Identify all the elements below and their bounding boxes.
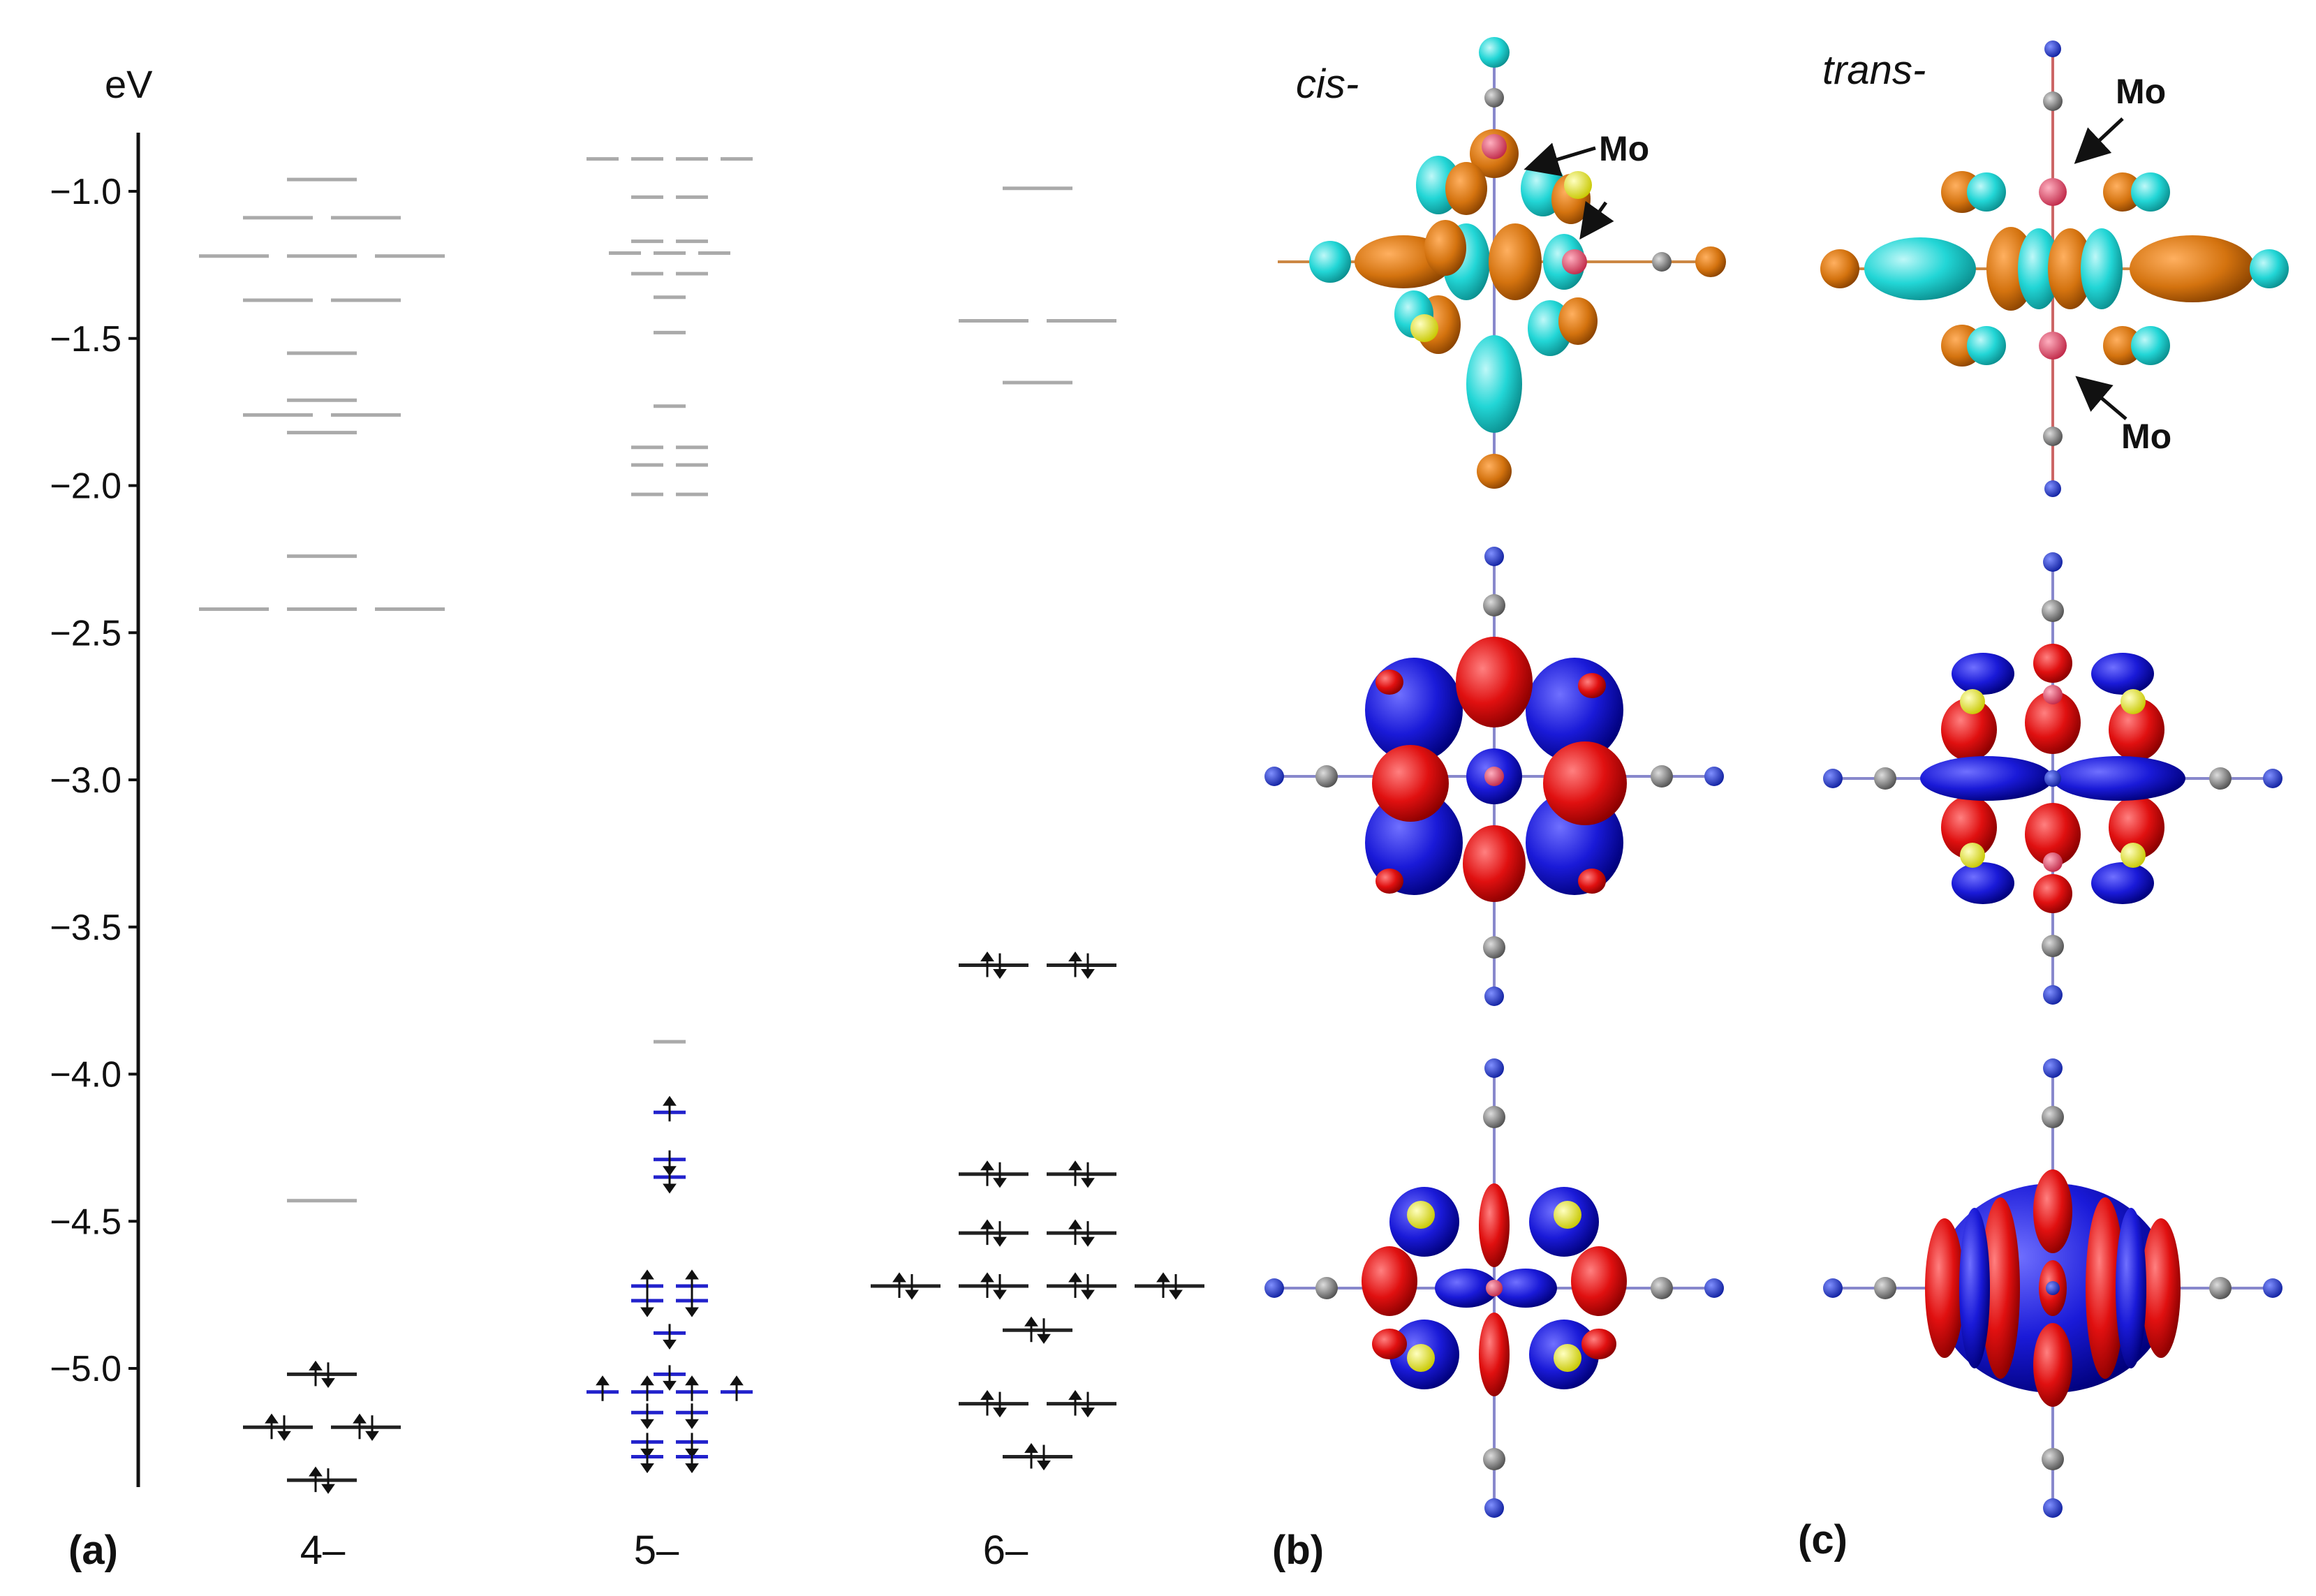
spin-down-arrow — [1081, 1221, 1095, 1247]
cis-isomer-label: cis- — [1296, 61, 1359, 107]
charge-label-6minus: 6– — [983, 1528, 1028, 1573]
spin-down-arrow — [663, 1324, 677, 1350]
charge-label-4minus: 4– — [300, 1528, 346, 1573]
panel-trans-orbitals: trans- (c) — [1798, 40, 2289, 1562]
spin-down-arrow — [905, 1273, 919, 1300]
panel-label-a: (a) — [68, 1528, 118, 1573]
mo-arrow-trans-bottom — [2075, 376, 2127, 420]
spin-up-arrow — [892, 1272, 906, 1298]
spin-down-arrow — [685, 1292, 699, 1317]
spin-down-arrow — [663, 1150, 677, 1176]
spin-up-arrow — [353, 1413, 367, 1440]
spin-up-arrow — [640, 1375, 654, 1401]
spin-up-arrow — [1068, 1219, 1082, 1246]
energy-tick-label: −4.0 — [50, 1055, 121, 1095]
energy-level-diagram: eV −1.0−1.5−2.0−2.5−3.0−3.5−4.0−4.5−5.0 … — [50, 62, 1204, 1573]
spin-up-arrow — [980, 1160, 994, 1186]
spin-up-arrow — [309, 1466, 323, 1493]
spin-down-arrow — [1037, 1444, 1051, 1471]
energy-tick-label: −2.0 — [50, 466, 121, 507]
spin-up-arrow — [980, 951, 994, 977]
spin-up-arrow — [640, 1269, 654, 1295]
spin-up-arrow — [1156, 1272, 1170, 1298]
spin-up-arrow — [1068, 951, 1082, 977]
panel-label-b: (b) — [1272, 1528, 1324, 1573]
mo-atom-label-cis: Mo — [1599, 129, 1649, 168]
spin-up-arrow — [1068, 1160, 1082, 1186]
energy-tick-label: −1.5 — [50, 319, 121, 360]
spin-down-arrow — [1081, 1391, 1095, 1418]
spin-down-arrow — [1081, 953, 1095, 980]
spin-up-arrow — [685, 1375, 699, 1401]
spin-down-arrow — [663, 1365, 677, 1391]
spin-down-arrow — [1081, 1273, 1095, 1300]
spin-up-arrow — [265, 1413, 279, 1440]
energy-tick-label: −2.5 — [50, 613, 121, 653]
spin-down-arrow — [277, 1415, 291, 1441]
spin-down-arrow — [1081, 1162, 1095, 1188]
spin-down-arrow — [685, 1403, 699, 1429]
spin-up-arrow — [1024, 1316, 1038, 1343]
energy-axis-ticks: −1.0 −1.5 −2.0 −2.5 −3.0 −3.5 −4.0 −4.5 −5.0 — [50, 172, 138, 1389]
spin-up-arrow — [685, 1269, 699, 1295]
spin-down-arrow — [663, 1168, 677, 1194]
energy-tick-label: −1.0 — [50, 172, 121, 212]
energy-unit-label: eV — [105, 62, 153, 106]
trans-isomer-label: trans- — [1822, 47, 1926, 93]
mo-arrow-cis-1 — [1524, 142, 1596, 177]
spin-up-arrow — [1068, 1389, 1082, 1416]
spin-up-arrow — [1068, 1272, 1082, 1298]
spin-down-arrow — [640, 1447, 654, 1474]
spin-down-arrow — [321, 1362, 335, 1389]
spin-up-arrow — [730, 1375, 744, 1401]
spin-up-arrow — [309, 1360, 323, 1387]
orbital-levels — [199, 157, 1204, 1494]
cis-orbital-bottom — [1264, 1058, 1724, 1518]
spin-up-arrow — [980, 1219, 994, 1246]
cis-orbital-top — [1278, 37, 1726, 489]
spin-down-arrow — [993, 1391, 1007, 1418]
panel-label-c: (c) — [1798, 1517, 1847, 1562]
spin-up-arrow — [1024, 1442, 1038, 1469]
spin-up-arrow — [980, 1389, 994, 1416]
spin-down-arrow — [993, 1162, 1007, 1188]
cis-orbital-middle — [1264, 547, 1724, 1006]
spin-down-arrow — [1169, 1273, 1183, 1300]
spin-down-arrow — [993, 1273, 1007, 1300]
spin-down-arrow — [365, 1415, 379, 1441]
energy-tick-label: −3.5 — [50, 908, 121, 948]
trans-orbital-middle — [1823, 552, 2282, 1005]
energy-tick-label: −5.0 — [50, 1349, 121, 1389]
spin-up-arrow — [980, 1272, 994, 1298]
mo-arrow-trans-top — [2074, 117, 2124, 164]
spin-down-arrow — [640, 1403, 654, 1429]
mo-arrow-cis-2 — [1579, 200, 1614, 240]
spin-down-arrow — [685, 1447, 699, 1474]
spin-down-arrow — [1037, 1318, 1051, 1344]
spin-down-arrow — [993, 953, 1007, 980]
spin-down-arrow — [993, 1221, 1007, 1247]
energy-tick-label: −3.0 — [50, 760, 121, 801]
spin-down-arrow — [321, 1468, 335, 1494]
trans-orbital-bottom — [1823, 1058, 2282, 1518]
energy-tick-label: −4.5 — [50, 1202, 121, 1242]
spin-up-arrow — [596, 1375, 610, 1401]
spin-down-arrow — [640, 1292, 654, 1317]
mo-atom-label-trans-top: Mo — [2116, 72, 2166, 111]
charge-label-5minus: 5– — [634, 1528, 679, 1573]
trans-orbital-top — [1820, 40, 2289, 497]
mo-atom-label-trans-bottom: Mo — [2121, 417, 2171, 456]
spin-up-arrow — [663, 1095, 677, 1122]
panel-cis-orbitals: cis- (b) — [1264, 37, 1726, 1573]
